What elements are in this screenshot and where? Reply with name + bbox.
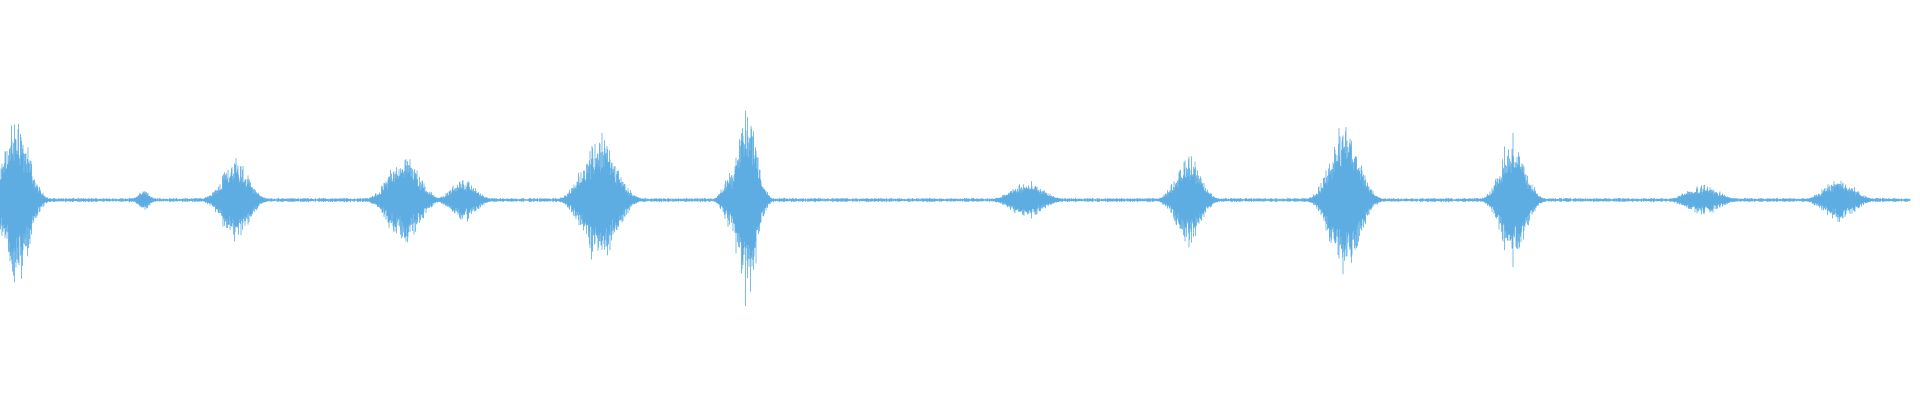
- waveform-signal: [0, 110, 1911, 306]
